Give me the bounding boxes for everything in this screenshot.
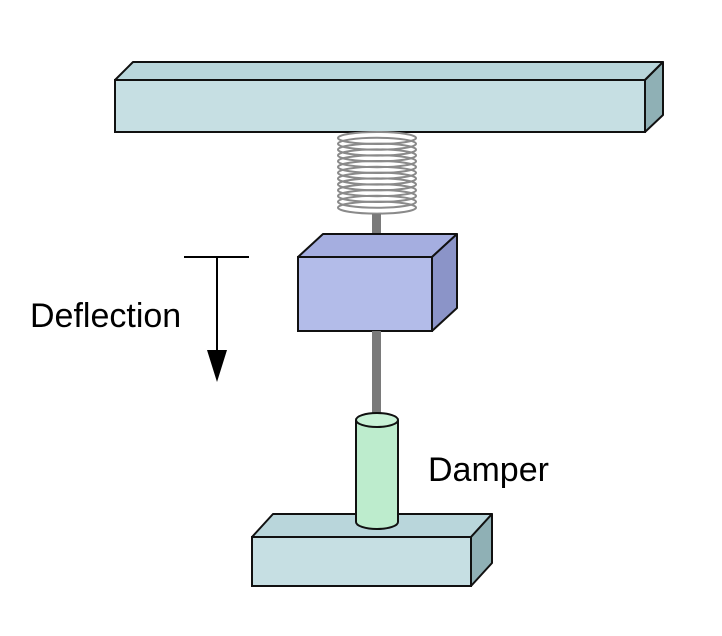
spring <box>337 131 417 215</box>
mass-block-top-face <box>297 233 458 258</box>
deflection-label: Deflection <box>30 297 181 335</box>
damper-cylinder-body <box>355 420 399 530</box>
top-beam <box>114 61 664 133</box>
down-arrow-icon <box>207 350 227 382</box>
spring-coil <box>337 200 417 215</box>
base-block-front-face <box>251 536 472 587</box>
mass-block-front-face <box>297 256 433 332</box>
damper-cylinder <box>355 412 399 530</box>
damper-label: Damper <box>428 451 549 489</box>
spring-rod <box>372 214 381 244</box>
deflection-indicator <box>184 256 249 382</box>
spring-coil <box>337 194 417 209</box>
mass-block <box>297 233 458 332</box>
damper-cylinder-top <box>355 412 399 428</box>
damper-rod <box>372 331 381 419</box>
top-beam-top-face <box>114 61 664 81</box>
top-beam-front-face <box>114 79 646 133</box>
